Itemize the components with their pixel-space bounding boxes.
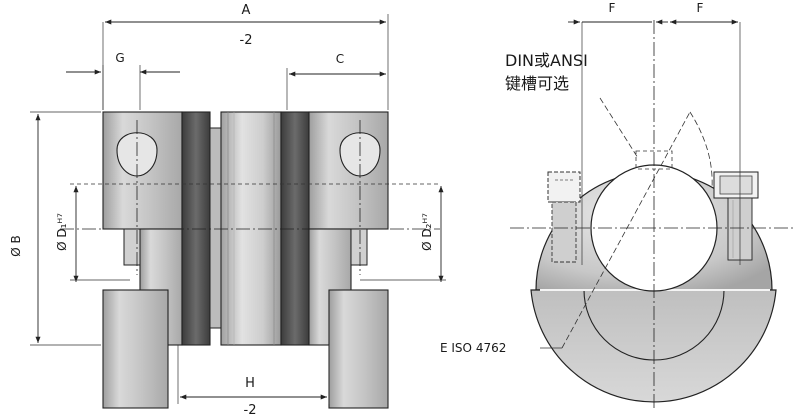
dimension-a: A -2 [102,3,389,110]
dimension-d1: Ø D₁ᴴ⁷ [55,186,130,282]
keyway-note: DIN或ANSI 键槽可选 [505,51,588,93]
dimension-d2: Ø D₂ᴴ⁷ [360,186,446,282]
dimension-c: C [286,52,386,110]
dimension-f: F F [568,1,738,25]
dim-c-label: C [336,52,344,66]
dim-f-left-label: F [609,1,616,15]
end-view: F F DIN或ANSI 键槽可选 E ISO 4762 [440,1,795,410]
screw-shank-right [350,228,368,266]
dim-b-label: Ø B [9,235,23,257]
dim-f-right-label: F [697,1,704,15]
left-clamp-lower [102,289,169,409]
dim-a-tolerance: -2 [240,33,253,48]
screw-left [547,171,581,263]
right-clamp-lower [328,289,389,409]
right-disc [280,111,310,346]
screw-shank-left [123,228,141,266]
dim-a-label: A [242,3,251,18]
dimension-h: H -2 [177,345,330,418]
center-spacer [209,111,282,346]
keyway-note-line2: 键槽可选 [505,74,569,93]
dimension-g: G [66,51,180,110]
screw-right [713,171,759,261]
dim-d1-label: Ø D₁ᴴ⁷ [55,213,69,251]
dim-h-label: H [245,376,255,391]
side-view: A -2 G C H -2 Ø [9,3,446,418]
dim-g-label: G [115,51,124,65]
dim-d2-label: Ø D₂ᴴ⁷ [420,213,434,251]
screw-standard-note: E ISO 4762 [440,341,506,355]
dimension-b: Ø B [9,111,101,346]
hub-lower-clamp [530,289,777,403]
left-disc [181,111,211,346]
dim-h-tolerance: -2 [244,403,257,418]
keyway-note-line1: DIN或ANSI [505,51,588,70]
